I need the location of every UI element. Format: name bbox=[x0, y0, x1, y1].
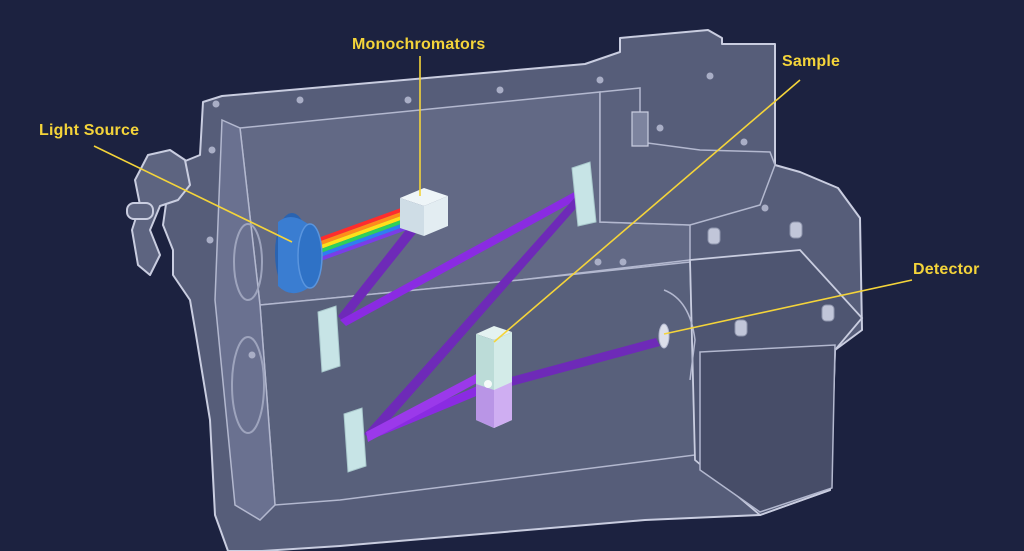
housing-right-block-face bbox=[699, 344, 836, 513]
beam-mirror2-to-mirror3 bbox=[364, 194, 585, 440]
mirror-2 bbox=[571, 161, 597, 227]
housing-top-slot bbox=[631, 111, 649, 147]
cuvette-icon bbox=[476, 326, 512, 428]
label-light-source: Light Source bbox=[39, 122, 140, 139]
lamp-icon bbox=[275, 213, 323, 294]
leader-lines bbox=[93, 56, 913, 343]
housing-gear-mechanism bbox=[231, 223, 265, 434]
detector-icon bbox=[658, 289, 696, 381]
beam-sample-to-detector bbox=[500, 338, 660, 388]
leader-light-source bbox=[93, 145, 293, 243]
label-monochromators: Monochromators bbox=[352, 36, 486, 53]
beam-mirror3-to-sample-b bbox=[366, 372, 486, 442]
beam-mirror1-to-mirror2 bbox=[340, 190, 584, 326]
mirror-1 bbox=[317, 305, 341, 373]
prism-icon bbox=[400, 188, 448, 236]
light-beams bbox=[338, 190, 660, 442]
housing-bolts bbox=[206, 72, 769, 359]
dispersed-spectrum bbox=[318, 204, 412, 262]
beam-lamp-to-mirror bbox=[338, 222, 420, 323]
label-detector: Detector bbox=[913, 261, 980, 278]
housing-posts bbox=[707, 221, 835, 337]
leader-sample bbox=[493, 79, 801, 343]
label-sample: Sample bbox=[782, 53, 841, 70]
mirror-icon bbox=[317, 161, 597, 473]
instrument-housing bbox=[126, 29, 864, 551]
leader-detector bbox=[663, 279, 913, 335]
mirror-3 bbox=[343, 407, 367, 473]
housing-left-pin bbox=[126, 202, 154, 220]
